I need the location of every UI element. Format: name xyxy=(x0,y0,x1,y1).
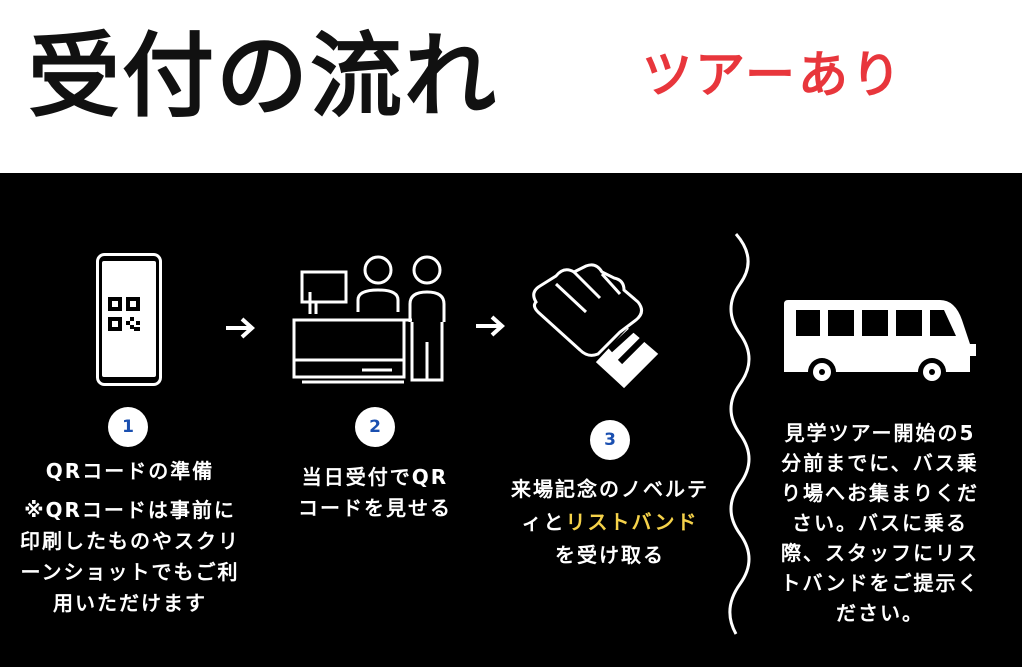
step-1-note-line: ※QRコードは事前に xyxy=(24,498,236,522)
bus-note-line: さい。バスに乗る xyxy=(792,511,968,535)
bus-note-line: 際、スタッフにリス xyxy=(781,541,979,565)
step-number-badge: 3 xyxy=(590,420,630,460)
wristband-highlight: リストバンド xyxy=(565,510,699,534)
step-1-title: QRコードの準備 xyxy=(45,459,215,483)
bus-note-line: ださい。 xyxy=(836,601,924,625)
arrow-right-icon xyxy=(226,317,255,339)
step-1-note-line: 印刷したものやスクリ xyxy=(20,529,240,553)
wavy-divider xyxy=(728,233,751,635)
reception-desk-icon xyxy=(292,255,446,384)
smartphone-qr-icon xyxy=(96,253,162,386)
page-title: 受付の流れ xyxy=(28,23,499,130)
step-number-badge: 2 xyxy=(355,407,395,447)
step-2-text: 当日受付でQR コードを見せる xyxy=(280,462,470,524)
step-1-note-line: ーンショットでもご利 xyxy=(20,560,240,584)
header: 受付の流れ ツアーあり xyxy=(0,0,1022,173)
bus-note-line: 分前までに、バス乗 xyxy=(781,451,979,475)
bus-note-line: り場へお集まりくだ xyxy=(781,481,979,505)
bus-note-line: トバンドをご提示く xyxy=(780,571,980,595)
step-3-text-pre: ィと xyxy=(521,510,566,534)
step-3-text: 来場記念のノベルテ ィとリストバンド を受け取る xyxy=(500,473,720,572)
step-1-note-line: 用いただけます xyxy=(53,591,207,615)
page-subtitle: ツアーあり xyxy=(642,46,904,104)
step-number-badge: 1 xyxy=(108,407,148,447)
step-1-text: QRコードの準備 ※QRコードは事前に 印刷したものやスクリ ーンショットでもご… xyxy=(20,456,240,619)
step-3-line: 来場記念のノベルテ xyxy=(511,477,709,501)
arrow-right-icon xyxy=(476,315,505,337)
wristband-hand-icon xyxy=(532,263,659,389)
step-2-line: コードを見せる xyxy=(298,496,452,520)
bus-note-line: 見学ツアー開始の5 xyxy=(784,421,976,445)
bus-icon xyxy=(784,300,976,386)
bus-note-text: 見学ツアー開始の5 分前までに、バス乗 り場へお集まりくだ さい。バスに乗る 際… xyxy=(770,418,990,628)
step-2-line: 当日受付でQR xyxy=(301,465,449,489)
step-3-line: ィとリストバンド xyxy=(500,506,720,539)
step-3-line: を受け取る xyxy=(555,543,665,567)
